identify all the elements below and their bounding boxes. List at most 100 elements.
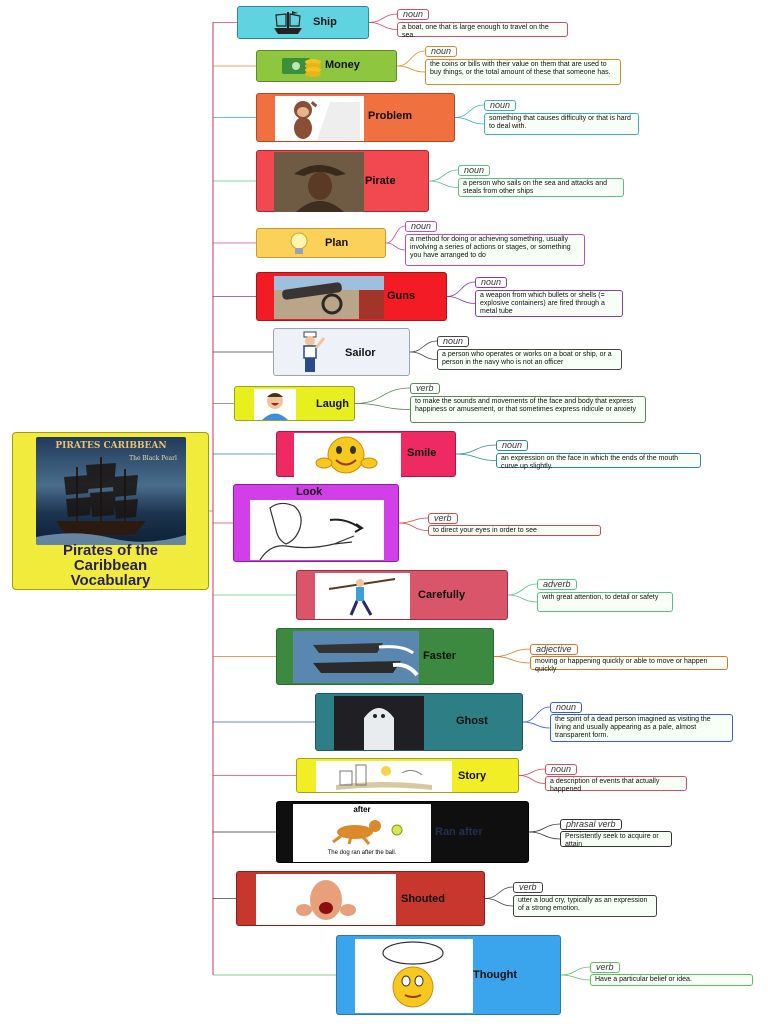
pos-tag: adjective (530, 644, 578, 655)
connector-line (446, 281, 476, 297)
connector-line (385, 225, 406, 244)
node-label: Guns (387, 290, 416, 302)
node-label: Story (458, 770, 487, 782)
node-label: Laugh (316, 398, 349, 410)
definition-box: a method for doing or achieving somethin… (405, 234, 585, 266)
pos-tag: verb (513, 882, 543, 893)
monkey-icon (294, 101, 360, 140)
pos-tag: noun (458, 165, 491, 176)
pirate-icon (274, 152, 364, 212)
node-label: Shouted (401, 893, 445, 905)
pos-tag: noun (425, 46, 458, 57)
definition-box: an expression on the face in which the e… (496, 453, 701, 470)
connector-line (522, 721, 551, 729)
definition-box: a person who operates or works on a boat… (437, 349, 622, 370)
definition-box: a description of events that actually ha… (545, 776, 687, 793)
thinking-face-icon (382, 941, 444, 1008)
definition-box: a weapon from which bullets or shells (=… (475, 290, 623, 317)
node-label: Plan (325, 237, 349, 249)
definition-box: a boat, one that is large enough to trav… (397, 22, 568, 39)
node-money[interactable]: Money (256, 50, 397, 82)
node-story[interactable]: Story (296, 758, 519, 793)
node-label: Pirate (365, 175, 396, 187)
connector-line (454, 117, 485, 125)
connector-line (354, 387, 411, 404)
pos-tag: adverb (537, 579, 577, 590)
connector-line (484, 898, 514, 907)
cover-title: PIRATES CARIBBEAN (55, 441, 167, 451)
definition-box: Have a particular belief or idea. (590, 974, 753, 986)
lightbulb-icon (290, 232, 308, 254)
pos-tag: noun (545, 764, 578, 775)
node-ghost[interactable]: Ghost (315, 693, 523, 751)
cover-subtitle: The Black Pearl (129, 455, 177, 462)
pos-tag: noun (405, 221, 438, 232)
connector-line (560, 966, 591, 976)
picture-caption: The dog ran after the ball. (327, 850, 397, 856)
node-label: Money (325, 59, 360, 71)
node-problem[interactable]: Problem (256, 93, 455, 142)
pos-tag: verb (410, 383, 440, 394)
definition-box: something that causes difficulty or that… (484, 113, 639, 135)
connector-line (528, 823, 561, 833)
node-label: Carefully (418, 589, 466, 601)
node-label: Look (296, 486, 323, 498)
laughing-man-icon (262, 393, 288, 420)
looking-man-icon (259, 502, 364, 560)
connector-line (396, 65, 426, 73)
definition-box: utter a loud cry, typically as an expres… (513, 895, 657, 917)
node-label: Problem (368, 110, 413, 122)
definition-box: to direct your eyes in order to see (428, 525, 601, 536)
node-carefully[interactable]: Carefully (296, 570, 508, 620)
balancing-man-icon (328, 578, 396, 616)
connector-line (507, 594, 538, 603)
node-smile[interactable]: Smile (276, 431, 456, 477)
node-ship[interactable]: Ship (237, 6, 369, 39)
node-pirate[interactable]: Pirate (256, 150, 429, 212)
connector-line (409, 351, 438, 360)
node-guns[interactable]: Guns (256, 272, 447, 321)
shouting-man-icon (296, 880, 356, 920)
node-thought[interactable]: Thought (336, 935, 561, 1015)
pos-tag: phrasal verb (560, 819, 622, 830)
definition-box: the coins or bills with their value on t… (425, 59, 621, 85)
node-laugh[interactable]: Laugh (234, 386, 355, 421)
node-label: Faster (423, 650, 457, 662)
ship-icon (274, 11, 302, 34)
node-ran-after[interactable]: after The dog ran after the ball. Ran af… (276, 801, 529, 863)
connector-line (398, 517, 429, 524)
pos-tag: noun (496, 440, 529, 451)
node-faster[interactable]: Faster (276, 628, 494, 685)
connector-line (454, 104, 485, 118)
node-label: Ghost (456, 715, 488, 727)
pirate-ship-icon (36, 457, 186, 545)
definition-box: Persistently seek to acquire or attain (560, 831, 672, 848)
node-label: Smile (407, 447, 437, 459)
pos-tag: noun (397, 9, 430, 20)
node-label: Thought (473, 969, 517, 981)
node-label: Ship (313, 16, 337, 28)
pos-tag: verb (590, 962, 620, 973)
money-icon (282, 58, 321, 77)
node-plan[interactable]: Plan (256, 228, 386, 258)
sailor-icon (303, 331, 326, 372)
connector-line (385, 242, 406, 251)
connector-line (398, 522, 429, 531)
connector-line (493, 656, 531, 664)
speedboat-icon (293, 631, 419, 683)
node-shouted[interactable]: Shouted (236, 871, 485, 926)
picture-title: after (353, 805, 371, 814)
definition-box: to make the sounds and movements of the … (410, 396, 646, 423)
connector-line (522, 706, 551, 723)
ghost-icon (334, 696, 424, 750)
pos-tag: verb (428, 513, 458, 524)
connector-line (354, 403, 411, 410)
connector-line (455, 453, 497, 461)
root-node[interactable]: PIRATES CARIBBEAN The Black Pearl Pirate… (12, 432, 209, 590)
connector-line (560, 974, 591, 981)
node-look[interactable]: Look (233, 484, 399, 562)
node-sailor[interactable]: Sailor (273, 328, 410, 376)
pos-tag: noun (550, 702, 583, 713)
connector-line (507, 583, 538, 596)
